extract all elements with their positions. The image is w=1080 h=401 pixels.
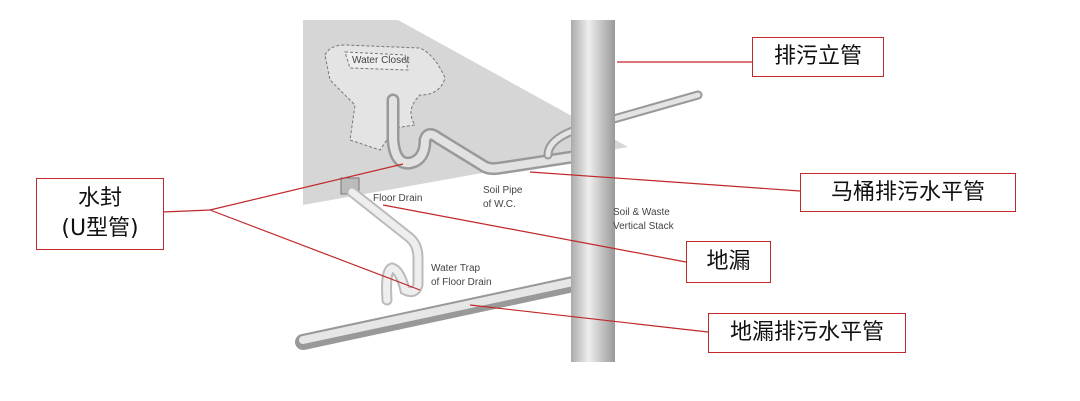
vertical-stack: [571, 20, 615, 362]
callout-lines: [162, 61, 801, 333]
soil-pipe-text-2: of W.C.: [483, 199, 516, 210]
trap-text-1: Water Trap: [431, 263, 481, 274]
label-water-seal-line2: (U型管): [61, 216, 139, 241]
stack-text-2: Vertical Stack: [613, 221, 675, 232]
water-closet: [324, 44, 446, 151]
soil-pipe-text-1: Soil Pipe: [483, 185, 523, 196]
floor-drain-text: Floor Drain: [373, 193, 422, 204]
label-drain-pipe: 地漏排污水平管: [708, 313, 906, 353]
label-water-seal-line1: 水封: [77, 186, 122, 212]
trap-text-2: of Floor Drain: [431, 277, 492, 288]
label-water-seal: 水封 (U型管): [36, 178, 164, 250]
label-stack: 排污立管: [752, 37, 884, 77]
label-wc-pipe: 马桶排污水平管: [800, 173, 1016, 212]
floor-drain-pipe: [295, 177, 586, 350]
stack-text-1: Soil & Waste: [613, 207, 670, 218]
water-closet-text: Water Closet: [352, 55, 410, 66]
label-floor-drain: 地漏: [686, 241, 771, 283]
